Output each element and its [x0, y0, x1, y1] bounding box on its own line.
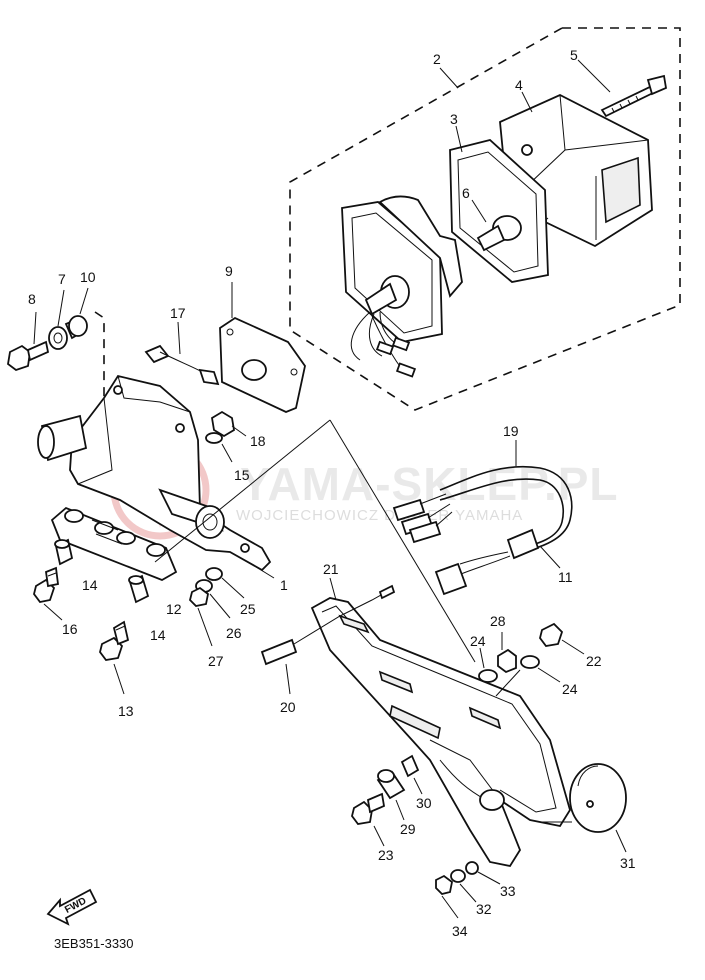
leader-long-b [329, 419, 476, 663]
part-label-24b: 24 [562, 681, 578, 697]
mounting-bracket [37, 374, 272, 572]
bulb-6 [476, 215, 522, 252]
fwd-arrow-icon: FWD [46, 888, 98, 926]
part-label-30: 30 [416, 795, 432, 811]
collar-14a [54, 538, 74, 566]
washer-32 [450, 869, 466, 883]
part-label-12: 12 [166, 601, 182, 617]
part-label-7: 7 [58, 271, 66, 287]
diagram-code: 3EB351-3330 [54, 936, 134, 951]
watermark-main-text: YAMA-SKLEP.PL [240, 458, 619, 510]
part-label-22: 22 [586, 653, 602, 669]
watermark: YAMA-SKLEP.PL WOJCIECHOWICZ DEALER YAMAH… [110, 440, 619, 540]
bolt-22 [539, 622, 564, 647]
part-label-16: 16 [62, 621, 78, 637]
leader-5 [577, 59, 611, 93]
part-label-20: 20 [280, 699, 296, 715]
part-label-34: 34 [452, 923, 468, 939]
part-label-14a: 14 [82, 577, 98, 593]
bolt-8 [7, 340, 50, 372]
bolt-23 [351, 792, 386, 825]
nut-28 [497, 648, 517, 674]
part-label-3: 3 [450, 111, 458, 127]
washer-33 [465, 861, 479, 875]
leader-3 [455, 125, 463, 153]
part-label-18: 18 [250, 433, 266, 449]
wire-20 [260, 584, 396, 666]
washer-24b [478, 669, 498, 683]
part-label-1: 1 [280, 577, 288, 593]
leader-2 [439, 67, 459, 89]
gasket-3 [449, 139, 549, 283]
bolt-13 [99, 620, 130, 661]
part-label-25: 25 [240, 601, 256, 617]
part-label-15: 15 [234, 467, 250, 483]
screw-5 [600, 74, 668, 118]
damper-plate-12 [50, 506, 178, 581]
part-label-14b: 14 [150, 627, 166, 643]
part-label-4: 4 [515, 77, 523, 93]
washer-7 [48, 326, 68, 350]
part-label-17: 17 [170, 305, 186, 321]
license-plate-bracket-21 [310, 597, 571, 868]
washer-25 [205, 567, 223, 581]
collar-29 [376, 769, 406, 800]
washer-15 [205, 432, 223, 444]
part-label-9: 9 [225, 263, 233, 279]
part-label-31: 31 [620, 855, 636, 871]
tail-light-base [341, 195, 463, 378]
bolt-16 [33, 566, 59, 603]
part-label-27: 27 [208, 653, 224, 669]
collar-10 [64, 315, 88, 340]
tail-light-assembly-outline [289, 27, 681, 411]
part-label-8: 8 [28, 291, 36, 307]
part-label-28: 28 [490, 613, 506, 629]
part-label-33: 33 [500, 883, 516, 899]
nut-27 [189, 586, 209, 607]
nut-34 [435, 874, 453, 895]
collar-14b [128, 574, 150, 604]
cover-plate-9 [219, 316, 306, 413]
washer-24a [520, 655, 540, 669]
collar-30 [400, 754, 420, 778]
part-label-23: 23 [378, 847, 394, 863]
part-label-11: 11 [558, 569, 573, 585]
part-label-5: 5 [570, 47, 578, 63]
part-label-19: 19 [503, 423, 519, 439]
wire-harness-19 [392, 465, 573, 596]
part-labels: 1 2 3 4 5 6 7 8 9 10 11 12 13 14 14 15 1… [28, 47, 636, 939]
leader-6 [471, 199, 487, 223]
part-label-21: 21 [323, 561, 339, 577]
part-label-29: 29 [400, 821, 416, 837]
part-label-13: 13 [118, 703, 134, 719]
part-label-6: 6 [462, 185, 470, 201]
part-label-10: 10 [80, 269, 96, 285]
leader-4 [521, 91, 533, 113]
bolt-path-line [94, 311, 105, 400]
reflector-31 [569, 763, 627, 833]
watermark-sub-text: WOJCIECHOWICZ DEALER YAMAHA [236, 507, 523, 524]
nut-18 [211, 410, 235, 438]
part-label-24a: 24 [470, 633, 486, 649]
part-label-26: 26 [226, 625, 242, 641]
leader-long-a [154, 419, 331, 563]
wire-clip-17 [144, 344, 220, 386]
part-label-32: 32 [476, 901, 492, 917]
part-label-2: 2 [433, 51, 441, 67]
